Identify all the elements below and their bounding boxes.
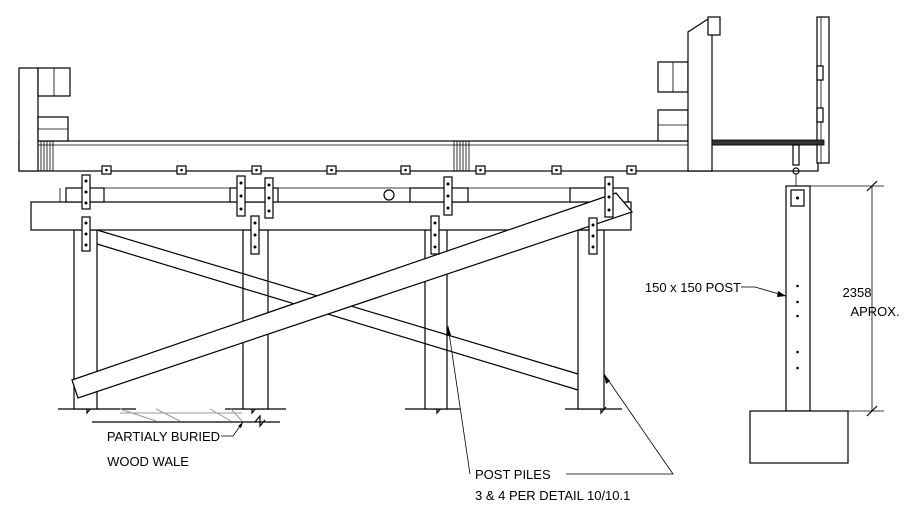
leader-lines [221, 286, 787, 475]
bracket-plate [250, 215, 260, 255]
height-dimension [810, 180, 884, 417]
bracket-plate [443, 176, 453, 216]
bracket-plates [81, 174, 614, 255]
height-value: 2358 [843, 285, 872, 300]
piles-label-line-1: POST PILES [475, 467, 551, 482]
post-label: 150 x 150 POST [645, 280, 741, 295]
post-piles [73, 229, 605, 410]
bracket-plate [604, 176, 614, 218]
height-note: APROX. [850, 304, 899, 319]
deck-cleats [101, 165, 637, 175]
diagonal-brace [71, 192, 634, 399]
support-post [749, 174, 849, 464]
bracket-plate [264, 177, 274, 219]
left-fender [18, 67, 71, 172]
right-gangway [657, 16, 830, 175]
deck [18, 140, 819, 172]
bracket-plate [81, 216, 91, 252]
concrete-footing [749, 410, 849, 464]
bracket-plate [236, 175, 246, 217]
wale-label-line-1: PARTIALY BURIED [107, 429, 220, 444]
buried-wood-wale [119, 408, 243, 422]
bolt-hole [383, 189, 395, 201]
bracket-plate [588, 217, 598, 255]
ground-lines [58, 401, 622, 428]
bracket-plate [430, 215, 440, 255]
piles-label-line-2: 3 & 4 PER DETAIL 10/10.1 [475, 488, 630, 503]
post-pile-4 [577, 229, 605, 410]
bracket-plate [81, 174, 91, 210]
wale-label-line-2: WOOD WALE [107, 454, 189, 469]
